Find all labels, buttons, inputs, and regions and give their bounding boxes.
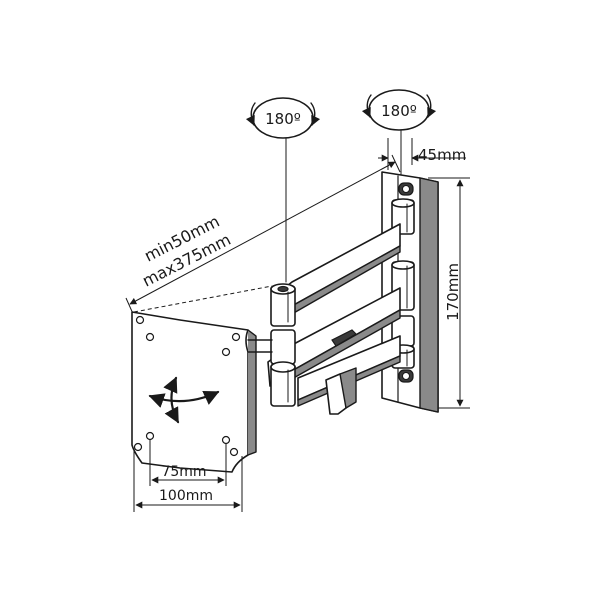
rotation-label-left: 180º	[265, 110, 301, 128]
vesa-hole	[221, 347, 231, 357]
vesa-outer-dimension: 100mm	[133, 450, 243, 512]
plate-depth-dimension: 45mm	[378, 138, 466, 170]
front-hinge	[270, 283, 296, 407]
tilt-arrow-icon	[163, 376, 180, 424]
arm-extension-dimension: min50mm max375mm	[125, 154, 401, 333]
vesa-inner-dimension: 75mm	[149, 440, 227, 486]
plate-height-dimension: 170mm	[428, 177, 470, 409]
vesa-hole	[145, 332, 155, 342]
plate-height-label: 170mm	[444, 263, 462, 321]
support-bracket	[325, 367, 357, 415]
vesa-hole	[145, 431, 155, 441]
rotation-callout-right: 180º	[361, 89, 437, 203]
vesa-hole	[231, 332, 241, 342]
vesa-hole	[221, 435, 231, 445]
rotation-label-right: 180º	[381, 102, 417, 120]
rotation-callout-left: 180º	[245, 97, 321, 283]
vesa-outer-label: 100mm	[159, 488, 213, 504]
swivel-arrow-icon	[148, 390, 220, 408]
middle-arm	[267, 287, 401, 387]
vesa-hole	[229, 447, 239, 457]
plate-depth-label: 45mm	[418, 146, 466, 164]
vesa-hole	[133, 442, 143, 452]
vesa-inner-label: 75mm	[161, 464, 206, 480]
vesa-hole	[135, 315, 145, 325]
vesa-plate	[131, 311, 273, 473]
